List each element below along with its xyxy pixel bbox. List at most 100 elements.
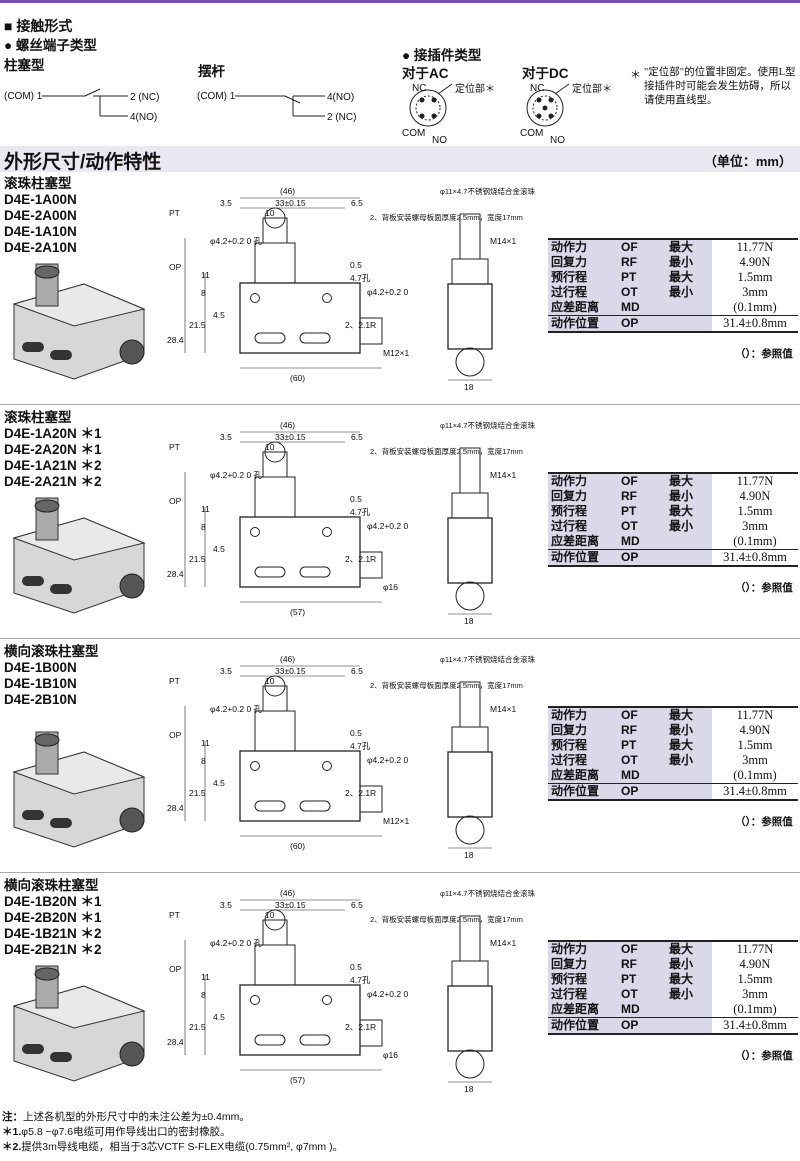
- product-photo: [12, 497, 146, 614]
- plunger-heading: 柱塞型: [4, 58, 45, 73]
- group-separator: [0, 638, 800, 639]
- spec-minmax: 最小: [666, 255, 712, 270]
- dim-0-5: 0.5: [350, 260, 362, 270]
- dim-4-5: 4.5: [213, 310, 225, 320]
- spec-name: 动作力: [548, 238, 618, 255]
- spec-minmax: [666, 315, 712, 333]
- spec-value: 3mm: [742, 285, 768, 299]
- spec-code: OP: [618, 783, 666, 801]
- dim-ball: φ11×4.7不锈钢烧结合金滚珠: [440, 186, 535, 196]
- ac-nc-label: NC: [412, 83, 427, 94]
- spec-code: OF: [618, 706, 666, 723]
- spec-minmax: [666, 534, 712, 550]
- dim-width: (60): [290, 841, 305, 851]
- dim-10: 10: [265, 208, 275, 218]
- spec-minmax: 最大: [666, 238, 712, 255]
- spec-value: 31.4±0.8mm: [712, 783, 798, 801]
- spec-name: 动作位置: [548, 549, 618, 567]
- section-title: 外形尺寸/动作特性: [4, 152, 162, 173]
- reference-note: （）：参照值: [735, 348, 793, 360]
- model-number: D4E-1A20N ＊1: [4, 426, 102, 441]
- spec-name: 动作力: [548, 940, 618, 957]
- spec-name: 回复力: [548, 489, 618, 504]
- spec-name: 预行程: [548, 738, 618, 753]
- spec-name: 应差距离: [548, 1002, 618, 1018]
- spec-value: 4.90N: [739, 255, 771, 269]
- spec-value: 4.90N: [739, 489, 771, 503]
- spec-value: (0.1mm): [733, 534, 777, 548]
- lever-nc-label: 2 (NC): [327, 112, 357, 123]
- dim-hole: φ4.2+0.2 0 孔: [210, 236, 263, 246]
- dim-4-7: 4.7孔: [350, 273, 371, 283]
- spec-minmax: 最小: [666, 987, 712, 1002]
- dim-33: 33±0.15: [275, 198, 306, 208]
- note-label: 注：: [2, 1111, 23, 1123]
- dim-ball: φ11×4.7不锈钢烧结合金滚珠: [440, 420, 535, 430]
- spec-name: 应差距离: [548, 300, 618, 316]
- dim-8: 8: [201, 288, 206, 298]
- spec-code: MD: [618, 1002, 666, 1018]
- spec-value: 4.90N: [739, 723, 771, 737]
- dim-21-5: 21.5: [189, 1022, 206, 1032]
- unit-label: （单位：mm）: [703, 154, 792, 169]
- spec-code: OP: [618, 315, 666, 333]
- dim-10: 10: [265, 442, 275, 452]
- connector-heading: ● 接插件类型: [402, 48, 482, 63]
- ac-heading: 对于AC: [402, 66, 449, 81]
- screw-type-heading: ● 螺丝端子类型: [4, 38, 97, 53]
- dim-hole-b: φ4.2+0.2 0: [367, 755, 408, 765]
- dim-11: 11: [201, 270, 210, 280]
- dim-hole-b: φ4.2+0.2 0: [367, 521, 408, 531]
- spec-code: OT: [618, 519, 666, 534]
- spec-code: RF: [618, 957, 666, 972]
- dim-op: OP: [169, 964, 182, 974]
- spec-minmax: 最大: [666, 504, 712, 519]
- group-name: 横向滚珠柱塞型: [4, 878, 99, 893]
- dim-m14: M14×1: [490, 704, 516, 714]
- spec-minmax: [666, 1002, 712, 1018]
- spec-code: OF: [618, 238, 666, 255]
- dim-nut: 2、背板安装螺母板面厚度2.5mm，宽度17mm: [370, 914, 523, 924]
- model-number: D4E-2A10N: [4, 240, 77, 255]
- spec-minmax: 最小: [666, 957, 712, 972]
- lever-contact-diagram: [235, 95, 325, 117]
- spec-minmax: 最大: [666, 972, 712, 987]
- model-number: D4E-1A00N: [4, 192, 77, 207]
- spec-value: 11.77N: [712, 706, 798, 723]
- note-cable: 提供3m导线电缆，相当于3芯VCTF S-FLEX电缆(0.75mm², φ7m…: [21, 1141, 344, 1153]
- dim-3-5: 3.5: [220, 900, 232, 910]
- note-tolerance: 上述各机型的外形尺寸中的未注公差为±0.4mm。: [23, 1111, 250, 1123]
- locator-note-star: ＊: [630, 69, 641, 81]
- spec-code: RF: [618, 255, 666, 270]
- spec-value: 11.77N: [712, 472, 798, 489]
- spec-value: 31.4±0.8mm: [712, 549, 798, 567]
- spec-value: (0.1mm): [733, 768, 777, 782]
- dim-28-4: 28.4: [167, 335, 184, 345]
- spec-minmax: 最大: [666, 940, 712, 957]
- dim-8: 8: [201, 522, 206, 532]
- dim-m14: M14×1: [490, 938, 516, 948]
- dim-4-5: 4.5: [213, 544, 225, 554]
- dim-4-7: 4.7孔: [350, 741, 371, 751]
- spec-minmax: [666, 549, 712, 567]
- spec-value: 3mm: [742, 519, 768, 533]
- spec-minmax: [666, 1017, 712, 1035]
- dim-10: 10: [265, 676, 275, 686]
- spec-code: MD: [618, 534, 666, 550]
- model-number: D4E-2B20N ＊1: [4, 910, 102, 925]
- spec-value: 31.4±0.8mm: [712, 315, 798, 333]
- spec-minmax: 最小: [666, 489, 712, 504]
- dim-hole-b: φ4.2+0.2 0: [367, 287, 408, 297]
- dim-3-5: 3.5: [220, 666, 232, 676]
- plunger-nc-label: 2 (NC): [130, 92, 160, 103]
- spec-name: 回复力: [548, 255, 618, 270]
